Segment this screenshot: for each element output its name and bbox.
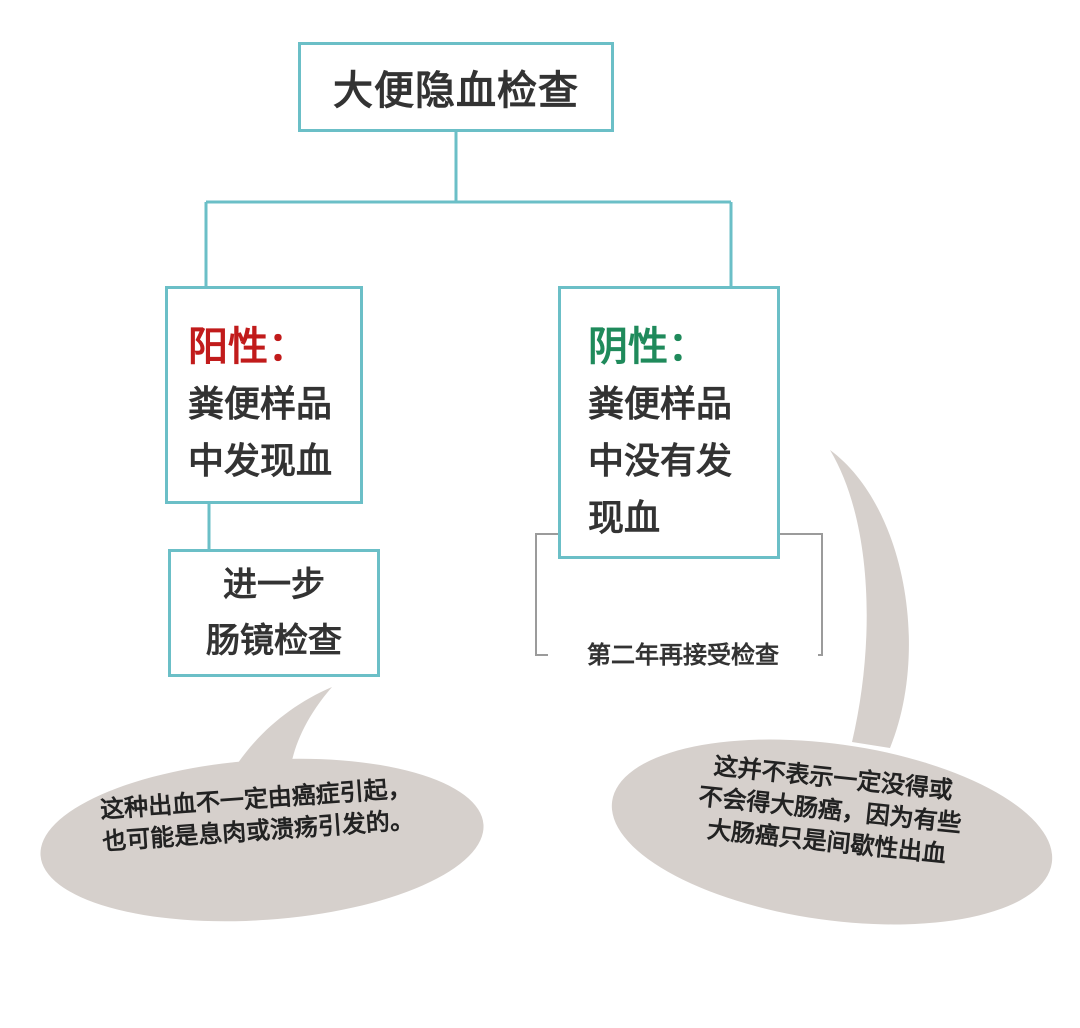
positive-desc-line: 粪便样品 <box>188 384 333 425</box>
positive-desc-line: 中发现血 <box>188 441 333 482</box>
negative-desc-line: 中没有发 <box>588 441 733 482</box>
bubble-right-body <box>611 739 1053 925</box>
negative-node: 阴性： 粪便样品 中没有发 现血 <box>558 286 780 559</box>
positive-node: 阳性： 粪便样品 中发现血 <box>165 286 363 504</box>
speech-bubble-right <box>611 450 1053 925</box>
speech-bubble-left <box>40 687 484 922</box>
next-step-node: 进一步 肠镜检查 <box>168 549 380 677</box>
positive-label: 阳性： <box>188 324 308 370</box>
root-label: 大便隐血检查 <box>333 68 579 114</box>
negative-desc-line: 现血 <box>588 498 661 539</box>
root-node: 大便隐血检查 <box>298 42 614 132</box>
negative-desc-line: 粪便样品 <box>588 384 733 425</box>
next-step-line: 肠镜检查 <box>206 621 342 661</box>
negative-label: 阴性： <box>588 324 708 370</box>
recheck-label: 第二年再接受检查 <box>548 637 818 673</box>
next-step-line: 进一步 <box>223 565 325 605</box>
bubble-left-tail <box>232 687 332 772</box>
bubble-left-body <box>40 758 484 922</box>
bubble-right-tail <box>830 450 909 748</box>
tree-connectors <box>204 132 733 549</box>
